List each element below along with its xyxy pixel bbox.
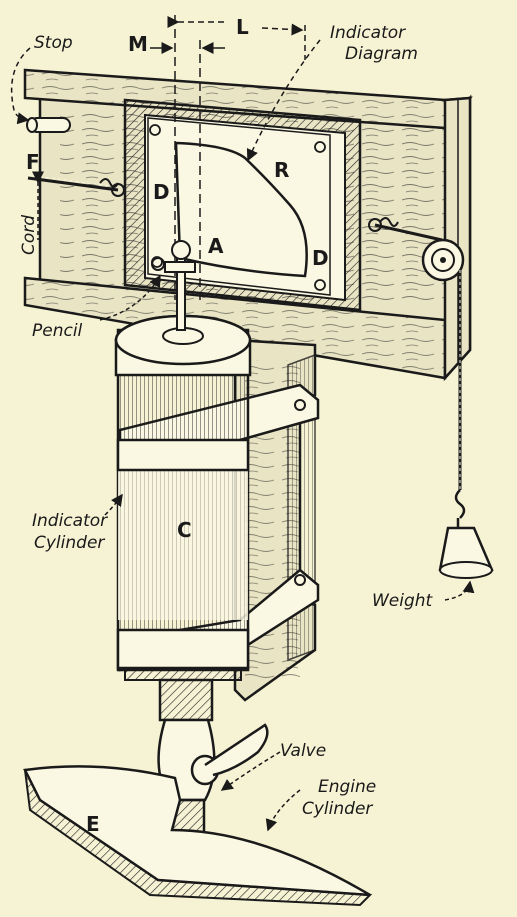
indicator-diagram-curve bbox=[174, 141, 308, 278]
label-a: A bbox=[208, 234, 224, 258]
dimension-lines bbox=[150, 15, 306, 300]
label-valve: Valve bbox=[280, 741, 327, 761]
weight-leader bbox=[444, 580, 475, 601]
engine-cylinder bbox=[23, 765, 373, 907]
cord-right bbox=[368, 217, 443, 242]
pencil bbox=[151, 240, 196, 331]
label-engine-cylinder-2: Cylinder bbox=[302, 799, 373, 819]
label-indicator-cylinder-1: Indicator bbox=[32, 511, 108, 531]
weight-assembly bbox=[438, 270, 494, 579]
engine-cylinder-leader bbox=[265, 789, 301, 832]
label-indicator-diagram-1: Indicator bbox=[330, 23, 406, 43]
label-engine-cylinder-1: Engine bbox=[318, 777, 377, 797]
label-d-right: D bbox=[312, 246, 329, 270]
pulley bbox=[421, 238, 465, 282]
label-pencil: Pencil bbox=[32, 321, 83, 341]
label-f: F bbox=[26, 150, 40, 174]
pencil-leader bbox=[99, 274, 161, 321]
label-cord: Cord bbox=[19, 214, 39, 255]
label-d-left: D bbox=[153, 180, 170, 204]
label-weight: Weight bbox=[372, 591, 433, 611]
indicator-cylinder bbox=[114, 314, 252, 681]
label-e: E bbox=[86, 812, 100, 836]
indicator-diagram-leader bbox=[246, 39, 321, 162]
stop-peg bbox=[26, 117, 71, 133]
indicator-cylinder-leader bbox=[104, 493, 123, 516]
label-l: L bbox=[236, 15, 249, 39]
label-r: R bbox=[274, 158, 290, 182]
label-stop: Stop bbox=[34, 33, 73, 53]
label-indicator-diagram-2: Diagram bbox=[345, 44, 418, 64]
label-c: C bbox=[177, 518, 192, 542]
stop-leader bbox=[10, 47, 31, 125]
label-m: M bbox=[128, 32, 148, 56]
label-indicator-cylinder-2: Cylinder bbox=[34, 533, 105, 553]
